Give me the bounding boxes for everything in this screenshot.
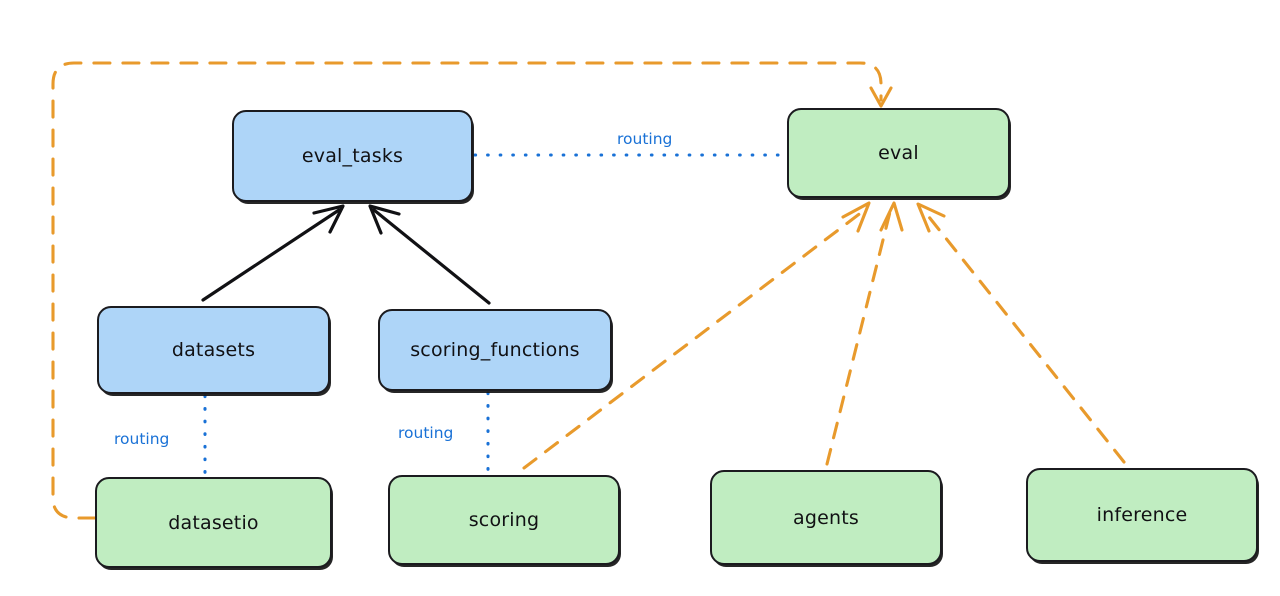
edge-agents-eval — [825, 201, 904, 466]
node-label: datasets — [171, 339, 256, 361]
node-eval[interactable]: eval — [787, 108, 1010, 198]
node-agents[interactable]: agents — [710, 470, 942, 565]
node-label: agents — [793, 506, 859, 529]
edge-label-routing-eval-tasks-eval: routing — [617, 130, 673, 148]
edge-scoring_functions-eval_tasks — [368, 204, 491, 305]
node-label: eval — [878, 142, 919, 164]
node-label: inference — [1096, 504, 1188, 526]
node-eval-tasks[interactable]: eval_tasks — [232, 110, 473, 202]
node-label: scoring_functions — [410, 339, 580, 361]
node-scoring[interactable]: scoring — [388, 475, 620, 565]
edge-label-routing-scoring-functions-scoring: routing — [398, 424, 454, 442]
edge-datasets-eval_tasks — [201, 204, 345, 302]
node-label: eval_tasks — [301, 145, 404, 167]
node-scoring-functions[interactable]: scoring_functions — [378, 309, 612, 391]
node-inference[interactable]: inference — [1026, 468, 1258, 562]
node-datasets[interactable]: datasets — [97, 306, 330, 394]
edge-label-routing-datasets-datasetio: routing — [114, 430, 170, 448]
node-label: scoring — [468, 509, 540, 531]
edge-inference-eval — [916, 202, 1126, 464]
node-datasetio[interactable]: datasetio — [95, 477, 332, 568]
node-label: datasetio — [168, 511, 259, 534]
